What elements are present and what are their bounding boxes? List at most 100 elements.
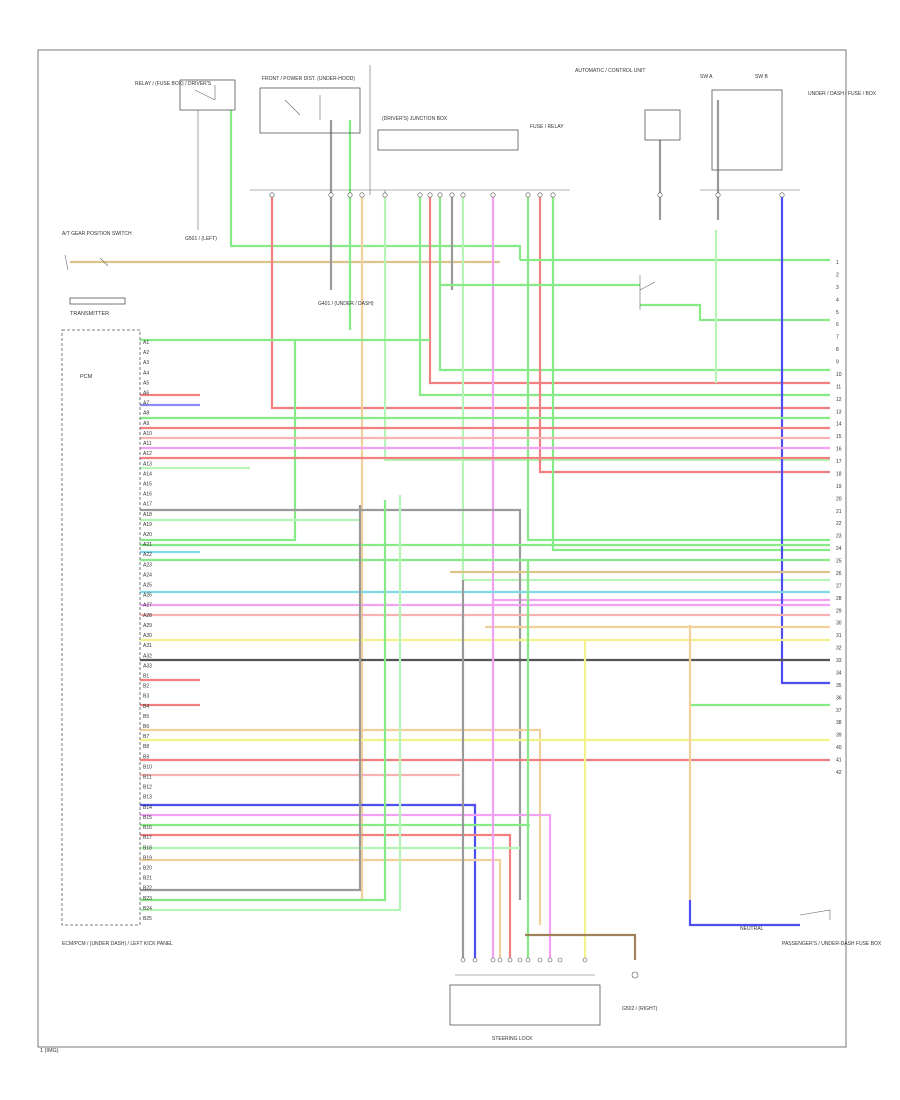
ecu-pin-label: B12 <box>143 785 152 791</box>
relay-left-label: RELAY / (FUSE BOX) / DRIVER'S <box>135 81 212 87</box>
right-pin-labels: 1234567891011121314151617181920212223242… <box>836 260 842 776</box>
right-pin-label: 9 <box>836 360 839 366</box>
bottom-terminal <box>525 957 531 963</box>
ecu-pin-label: A14 <box>143 471 152 477</box>
right-pin-label: 34 <box>836 671 842 677</box>
right-pin-label: 4 <box>836 297 839 303</box>
ecu-pin-label: B16 <box>143 825 152 831</box>
ecu-pin-label: A4 <box>143 370 149 376</box>
wire-light-green <box>140 495 402 912</box>
wire-red <box>270 195 830 410</box>
bottom-terminal <box>507 957 513 963</box>
footer-code: 1 (IMG) <box>40 1048 59 1054</box>
ecu-pin-label: A5 <box>143 380 149 386</box>
ecu-pin-label: B3 <box>143 694 149 700</box>
bus-terminal <box>328 192 334 198</box>
bus-terminal <box>490 192 496 198</box>
ecu-pin-label: A25 <box>143 583 152 589</box>
ecu-pin-label: B25 <box>143 916 152 922</box>
ecu-pin-label: B18 <box>143 845 152 851</box>
right-pin-label: 38 <box>836 720 842 726</box>
right-pin-label: 21 <box>836 509 842 515</box>
bottom-right-module: NEUTRAL PASSENGER'S / UNDER-DASH FUSE BO… <box>740 909 882 947</box>
ecu-pin-label: A7 <box>143 401 149 407</box>
ecu-pin-label: B6 <box>143 724 149 730</box>
right-pin-label: 32 <box>836 646 842 652</box>
wire-red <box>538 195 830 474</box>
junction-box-label: (DRIVER'S) JUNCTION BOX <box>382 116 448 122</box>
bus-terminal <box>537 192 543 198</box>
right-pin-label: 2 <box>836 272 839 278</box>
right-switch-b-label: SW B <box>755 74 768 80</box>
wire-blue <box>688 900 800 927</box>
right-pin-label: 14 <box>836 422 842 428</box>
ecu-pin-label: B1 <box>143 674 149 680</box>
bus-terminal <box>382 192 388 198</box>
right-pin-label: 35 <box>836 683 842 689</box>
ground-center: G401 / (UNDER / DASH) <box>318 301 374 307</box>
ecu-pin-label: B9 <box>143 754 149 760</box>
right-pin-label: 8 <box>836 347 839 353</box>
right-pin-label: 19 <box>836 484 842 490</box>
ecu-pin-label: B4 <box>143 704 149 710</box>
wire-light-green <box>461 195 830 582</box>
right-pin-label: 28 <box>836 596 842 602</box>
ground-center-label: G401 / (UNDER / DASH) <box>318 301 374 307</box>
wire-green <box>640 303 830 322</box>
bottom-terminal <box>517 957 523 963</box>
bottom-terminal <box>537 957 543 963</box>
bus-terminal <box>550 192 556 198</box>
ecu-pin-labels: A1A2A3A4A5A6A7A8A9A10A11A12A13A14A15A16A… <box>143 340 152 922</box>
right-pin-label: 30 <box>836 621 842 627</box>
ecu-pin-label: B8 <box>143 744 149 750</box>
ecu-pin-label: A18 <box>143 512 152 518</box>
ecu-pin-label: B5 <box>143 714 149 720</box>
ecu-pin-label: B10 <box>143 764 152 770</box>
ecu-pin-label: B19 <box>143 855 152 861</box>
bottom-right-label: PASSENGER'S / UNDER-DASH FUSE BOX <box>782 941 882 947</box>
bus-terminal <box>525 192 531 198</box>
ecu-pin-label: A2 <box>143 350 149 356</box>
ecu-pin-label: A8 <box>143 411 149 417</box>
bus-terminal <box>347 192 353 198</box>
right-pin-label: 22 <box>836 521 842 527</box>
right-pin-label: 12 <box>836 397 842 403</box>
right-side-note: UNDER / DASH / FUSE / BOX <box>808 91 877 97</box>
right-pin-label: 40 <box>836 745 842 751</box>
right-pin-label: 13 <box>836 409 842 415</box>
bottom-ground-label: G502 / (RIGHT) <box>622 1006 658 1012</box>
wire-green <box>229 110 522 260</box>
wire-brown <box>525 933 637 960</box>
ecu-pin-label: A24 <box>143 572 152 578</box>
right-pin-label: 39 <box>836 733 842 739</box>
wire-orange <box>140 858 502 960</box>
wire-green <box>438 195 830 372</box>
junction-box: (DRIVER'S) JUNCTION BOX FUSE / RELAY <box>250 65 570 195</box>
left-connector-label: A/T GEAR POSITION SWITCH <box>62 231 132 237</box>
right-pin-label: 7 <box>836 335 839 341</box>
relay-left: RELAY / (FUSE BOX) / DRIVER'S G501 / (LE… <box>135 79 236 242</box>
right-pin-label: 26 <box>836 571 842 577</box>
wire-gray <box>140 508 522 900</box>
ecu-pin-label: B14 <box>143 805 152 811</box>
right-pin-label: 42 <box>836 770 842 776</box>
ecu-pin-label: A29 <box>143 623 152 629</box>
bus-terminal <box>417 192 423 198</box>
right-module-label: AUTOMATIC / CONTROL UNIT <box>575 68 645 74</box>
ecu-pin-label: A31 <box>143 643 152 649</box>
ecu-pin-label: B15 <box>143 815 152 821</box>
wire-blue <box>140 803 477 960</box>
ecu-pin-label: A12 <box>143 451 152 457</box>
relay-small <box>639 275 656 310</box>
wire-blue <box>780 195 830 685</box>
bus-terminal <box>657 192 663 198</box>
bus-terminal <box>359 192 365 198</box>
ecu-pin-label: A1 <box>143 340 149 346</box>
bus-terminal <box>715 192 721 198</box>
bottom-terminal <box>547 957 553 963</box>
bottom-terminal <box>490 957 496 963</box>
right-pin-label: 11 <box>836 384 841 390</box>
steering-lock: STEERING LOCK G502 / (RIGHT) <box>449 971 658 1042</box>
ecu-pin-label: A10 <box>143 431 152 437</box>
